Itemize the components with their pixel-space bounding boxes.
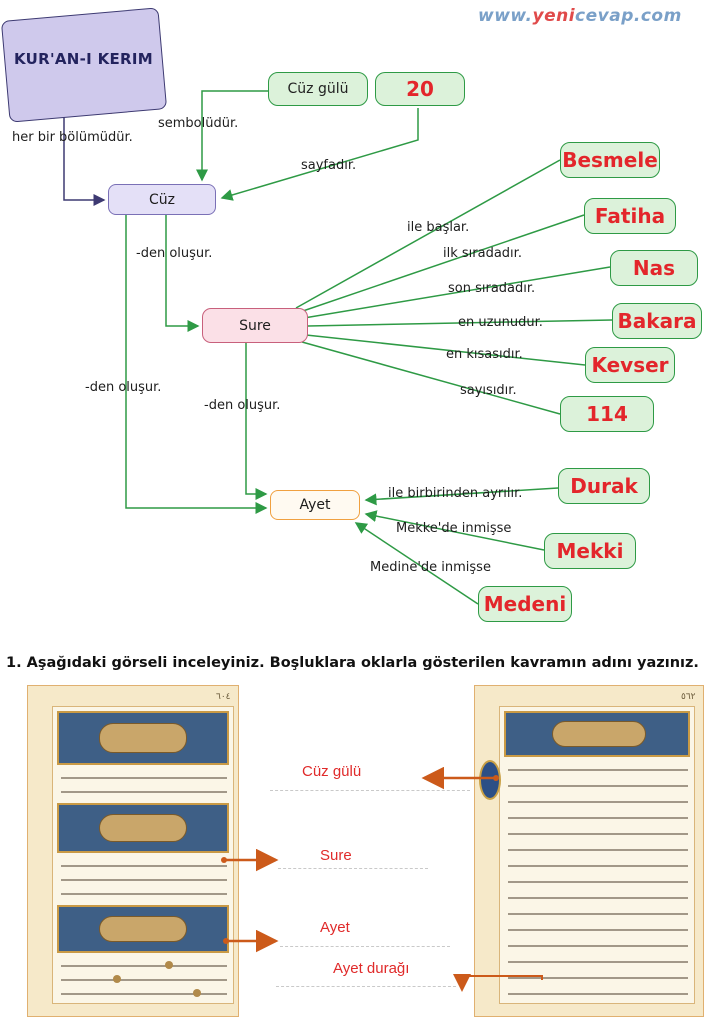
label-en-kisa: en kısasıdır. [446,347,523,362]
label-son-sira: son sıradadır. [448,281,536,296]
answer-mekki: Mekki [544,533,636,569]
arrow-cuz-to-ayet [125,215,268,514]
cuz-gulu-rosette [479,760,501,800]
answer-medeni: Medeni [478,586,572,622]
sure-branches [295,159,613,415]
answer-line-sure [278,868,428,869]
label-den-olusur-1: -den oluşur. [136,246,213,261]
watermark-part-a: www. [478,6,533,26]
answer-line-ayet [280,946,450,947]
answer-durak: Durak [558,468,650,504]
arrow-sure-to-ayet [245,343,268,500]
label-den-olusur-3: -den oluşur. [204,398,281,413]
exercise-question: 1. Aşağıdaki görseli inceleyiniz. Boşluk… [6,655,699,671]
sure-header-panel-3 [57,905,229,953]
watermark-part-c: cevap [575,6,634,26]
arrow-mekki-to-ayet [364,510,545,551]
sure-header-cartouche [99,723,187,753]
left-page-inner [52,706,234,1004]
watermark: www.yenicevap.com [478,6,682,26]
label-mekke: Mekke'de inmişse [396,521,512,536]
arrow-durak-to-ayet [364,487,559,506]
label-sembol: sembolüdür. [158,116,239,131]
node-ayet: Ayet [270,490,360,520]
hint-cuz-gulu: Cüz gülü [268,72,368,106]
label-en-uzun: en uzunudur. [458,315,543,330]
node-sure: Sure [202,308,308,343]
ayet-stop-dot [165,961,173,969]
node-cuz: Cüz [108,184,216,215]
sure-header-panel-2 [57,803,229,853]
arrow-title-to-cuz [63,112,106,206]
label-sayisi: sayısıdır. [460,383,517,398]
watermark-part-d: .com [633,6,682,26]
arrow-cuzgulu-to-cuz [196,90,272,182]
answer-count: 114 [560,396,654,432]
arrow-medeni-to-ayet [354,522,479,605]
answer-pages: 20 [375,72,465,106]
arrow-ayet-duragi-path [461,975,543,988]
answer-line-cuz-gulu [270,790,470,791]
label-ilk-sira: ilk sıradadır. [443,246,522,261]
label-ile-baslar: ile başlar. [407,220,470,235]
exercise-answer-ayet: Ayet [320,919,350,936]
arrow-cuz-to-sure [165,215,200,332]
quran-page-right: ٥٦٢ [474,685,704,1017]
label-her-bir: her bir bölümüdür. [12,130,133,145]
label-den-olusur-2: -den oluşur. [85,380,162,395]
exercise-answer-cuz-gulu: Cüz gülü [302,763,362,780]
concept-map-title: KUR'AN-I KERIM [14,50,154,68]
right-page-number: ٥٦٢ [681,692,696,702]
watermark-part-b: yeni [532,6,576,26]
label-ayrilir: ile birbirinden ayrılır. [388,486,523,501]
right-sure-header-panel [504,711,690,757]
answer-line-ayet-duragi [276,986,456,987]
label-sayfadir: sayfadır. [301,158,357,173]
exercise-answer-sure: Sure [320,847,352,864]
arrow-pages-to-cuz [220,108,419,201]
quran-page-left: ٦٠٤ [27,685,239,1017]
right-page-inner [499,706,695,1004]
answer-besmele: Besmele [560,142,660,178]
answer-bakara: Bakara [612,303,702,339]
answer-fatiha: Fatiha [584,198,676,234]
label-medine: Medine'de inmişse [370,560,491,575]
sure-header-panel [57,711,229,765]
answer-nas: Nas [610,250,698,286]
exercise-arrows [221,766,543,992]
left-page-number: ٦٠٤ [216,692,231,702]
exercise-answer-ayet-duragi: Ayet durağı [333,960,410,977]
concept-map-connectors [26,90,613,605]
answer-kevser: Kevser [585,347,675,383]
